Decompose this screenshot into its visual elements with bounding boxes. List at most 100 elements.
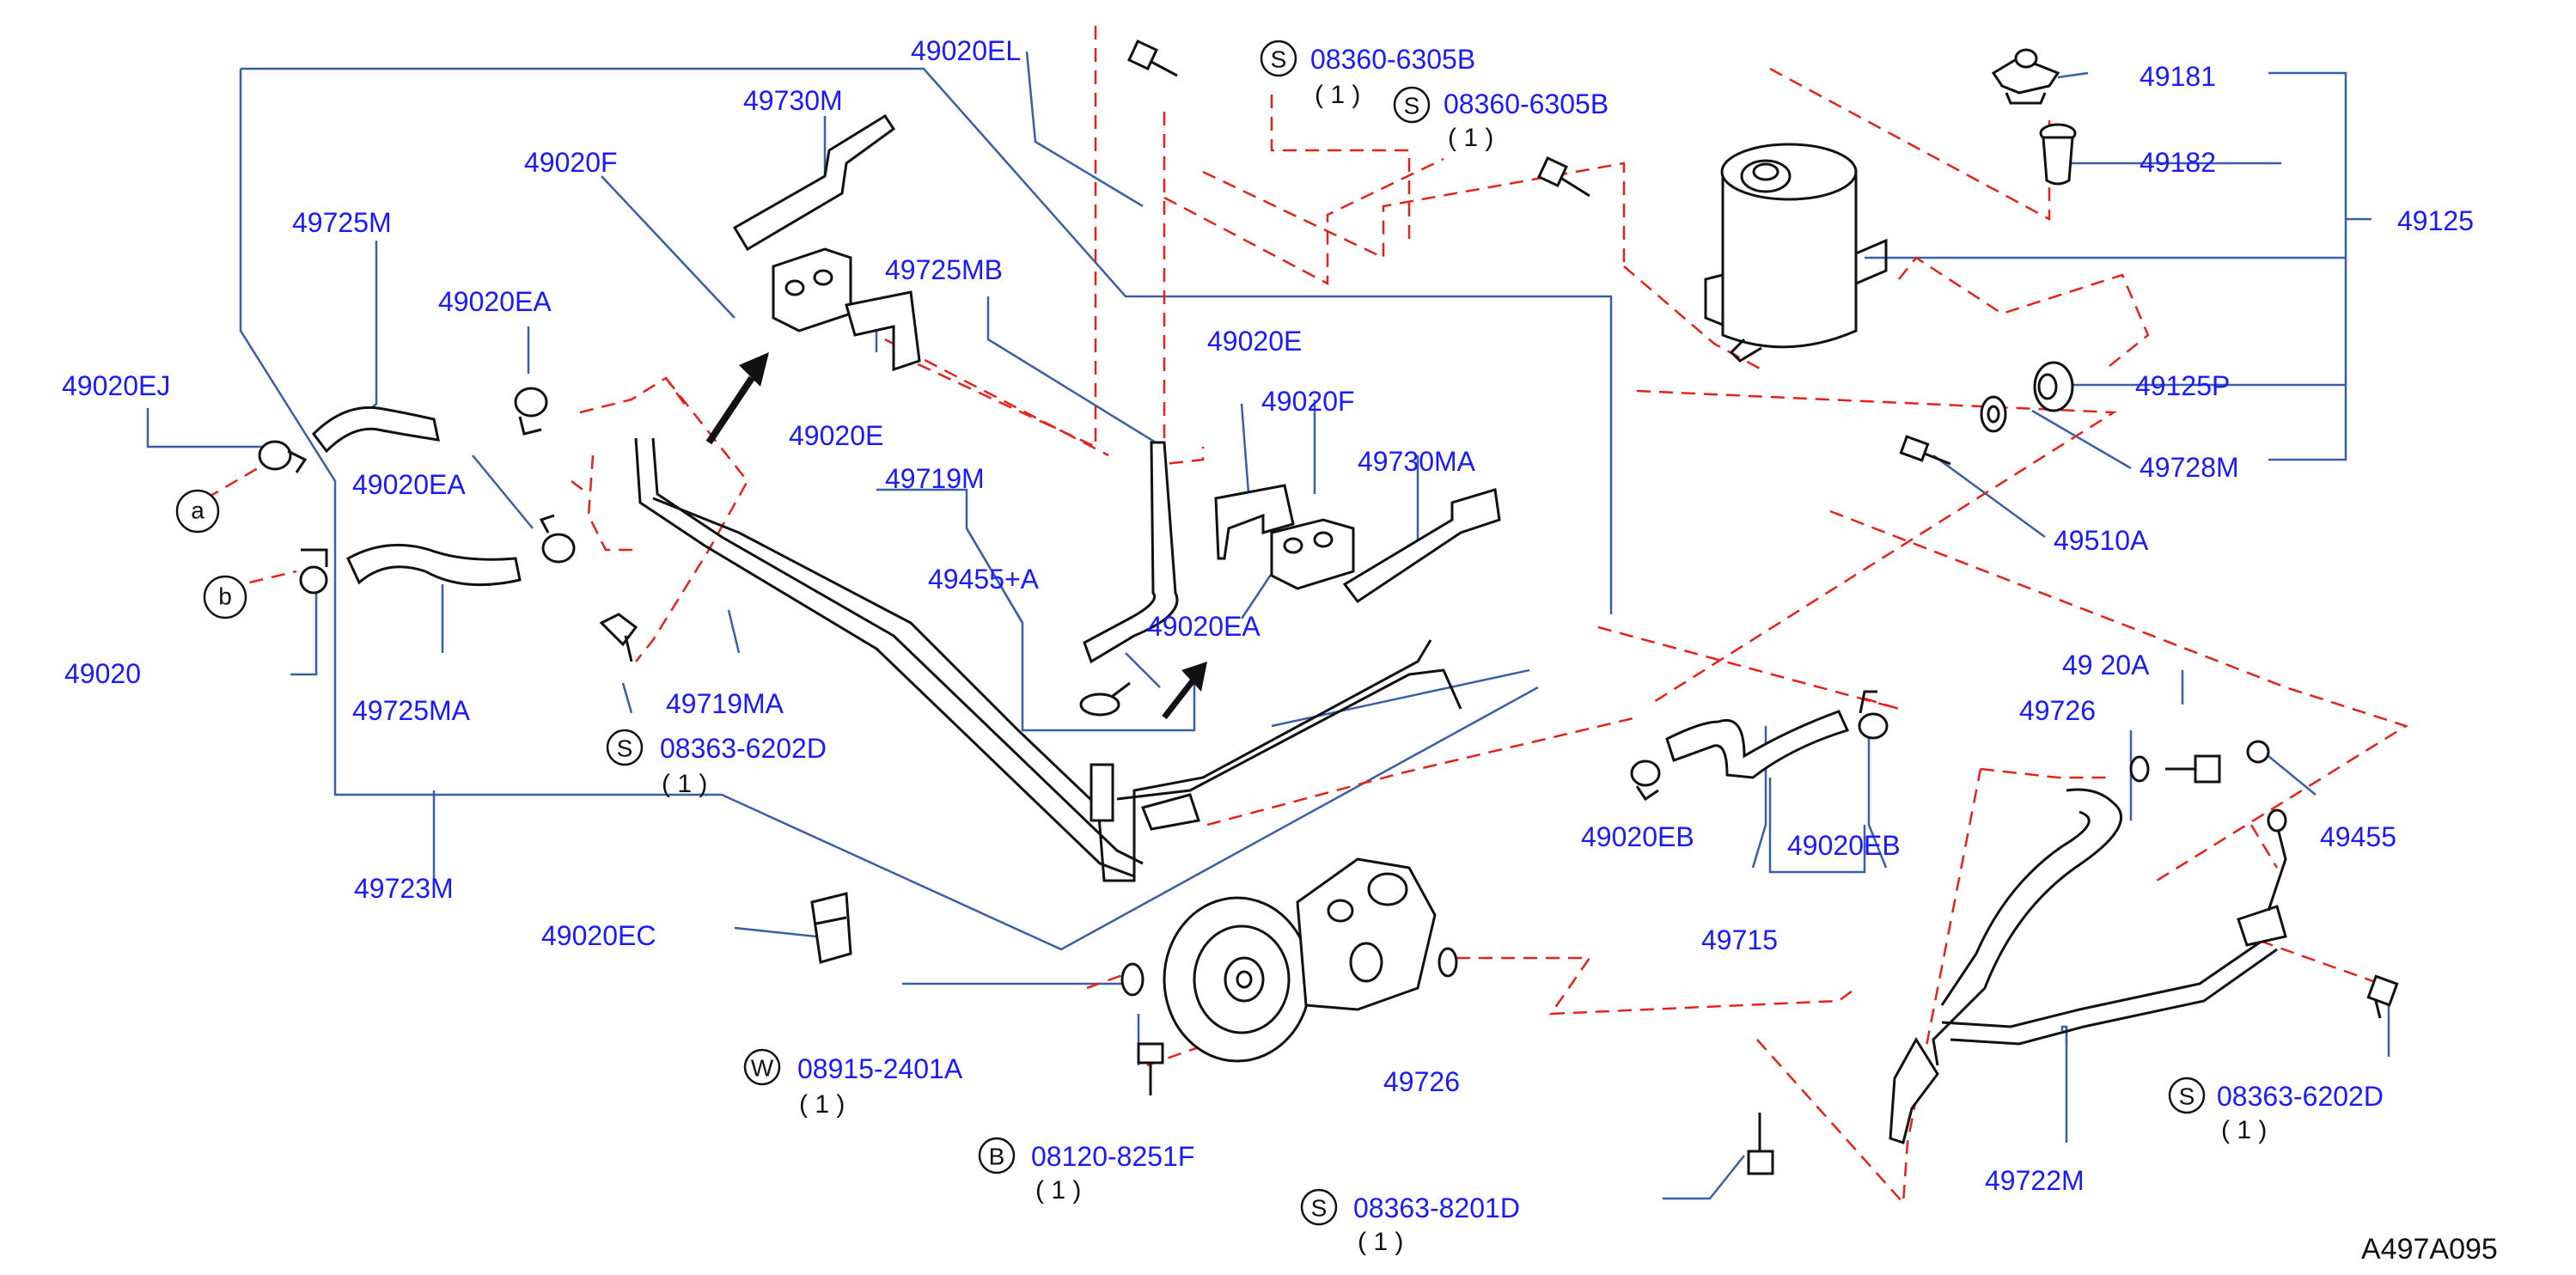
bolt-mark: W — [751, 1055, 774, 1082]
clip-49020ej — [258, 440, 308, 473]
clip-49020ea-2 — [539, 514, 576, 564]
label-49725m: 49725M — [292, 207, 392, 238]
label-49020ec: 49020EC — [541, 920, 656, 951]
bolt-08363-6202d-left — [599, 613, 638, 662]
bolt-mark: S — [617, 735, 633, 762]
label-49726-b: 49726 — [1383, 1066, 1460, 1097]
bracket-49725mb — [845, 290, 921, 372]
label-49020a-partial: 49 20A — [2062, 650, 2150, 680]
label-49723m: 49723M — [354, 873, 454, 904]
label-49020eb-2: 49020EB — [1787, 830, 1901, 861]
washer-inner — [1987, 405, 2000, 424]
bolt-mark: B — [989, 1144, 1005, 1170]
hose-49722m — [1889, 788, 2287, 1144]
front-arrow-icon-2 — [1162, 662, 1207, 720]
clip-49020ea-3 — [1079, 681, 1131, 717]
hose-49725ma — [346, 543, 522, 587]
bolt-code: 08120-8251F — [1031, 1141, 1194, 1172]
label-49722m: 49722M — [1985, 1165, 2085, 1196]
ref-b: b — [218, 583, 232, 610]
bolt-08120 — [1137, 1042, 1164, 1095]
label-49020e-1: 49020E — [789, 420, 883, 451]
label-49020ea-3: 49020EA — [1147, 611, 1261, 642]
bolt-code: 08360-6305B — [1310, 44, 1475, 75]
grommet-inner — [2037, 373, 2058, 400]
label-49730ma: 49730MA — [1358, 446, 1476, 477]
label-49020ea-2: 49020EA — [352, 469, 466, 500]
bracket-49730m — [732, 113, 896, 252]
clip-49020eb-1 — [1630, 760, 1661, 802]
hose-49725mb — [1083, 441, 1179, 664]
label-49182: 49182 — [2140, 147, 2216, 178]
pipe-bundle-49719m — [634, 437, 1462, 882]
label-49715: 49715 — [1701, 924, 1778, 955]
label-49726-r: 49726 — [2019, 695, 2096, 726]
bolt-code: 08363-8201D — [1353, 1193, 1520, 1223]
ref-a: a — [191, 497, 204, 524]
bracket-49730ma — [1342, 488, 1501, 604]
bolt-08363-6202d-right — [2366, 974, 2399, 1019]
bolt-top-1 — [1127, 40, 1178, 77]
reservoir-cap — [1991, 48, 2060, 105]
bolt-callout-5: B 08120-8251F ( 1 ) — [978, 1137, 1194, 1205]
strainer — [2039, 123, 2077, 186]
part-labels: 49020EL 49730M 49020F 49725M 49020EA 497… — [62, 35, 2474, 1196]
label-49020el: 49020EL — [911, 35, 1021, 66]
bolt-mark: S — [1271, 46, 1287, 73]
clamp-49020f-top — [772, 247, 852, 332]
washer-08915 — [1120, 962, 1145, 997]
label-49020f-mid: 49020F — [1261, 386, 1355, 417]
label-49719ma: 49719MA — [666, 688, 784, 719]
parts — [258, 40, 2399, 1175]
label-49020e-2: 49020E — [1207, 326, 1302, 357]
washer-49726-b — [1438, 947, 1458, 978]
bolt-qty: ( 1 ) — [1448, 124, 1493, 152]
clip-49020ea-1 — [514, 387, 548, 436]
power-steering-pump — [1163, 857, 1437, 1063]
bolt-code: 08915-2401A — [797, 1053, 963, 1084]
label-49020f-top: 49020F — [524, 147, 618, 178]
bolt-callout-7: S 08363-6202D ( 1 ) — [2168, 1077, 2384, 1144]
cap-49455 — [2246, 740, 2270, 764]
hose-49725m — [312, 406, 440, 454]
bolt-mark: S — [1404, 93, 1420, 119]
label-49125p: 49125P — [2135, 370, 2230, 401]
bolt-code: 08360-6305B — [1444, 88, 1608, 119]
bolt-callout-2: S 08360-6305B ( 1 ) — [1393, 86, 1608, 152]
label-49728m: 49728M — [2140, 452, 2239, 483]
bolt-code: 08363-6202D — [2217, 1081, 2384, 1112]
bolt-mark: S — [1311, 1195, 1328, 1222]
label-49730m: 49730M — [743, 85, 843, 116]
label-49725ma: 49725MA — [352, 695, 471, 726]
clip-49020b — [299, 548, 328, 595]
clip-49020ec — [810, 892, 852, 964]
dashed-lines — [205, 26, 2408, 1206]
bolt-08363-8201d — [1747, 1113, 1774, 1175]
bolt-code: 08363-6202D — [660, 733, 827, 764]
bolt-callout-1: S 08360-6305B ( 1 ) — [1260, 40, 1475, 109]
label-49181: 49181 — [2140, 61, 2216, 92]
label-49455: 49455 — [2320, 821, 2396, 852]
bolt-mark: S — [2179, 1083, 2195, 1110]
bracket-49020e — [1214, 484, 1295, 560]
bolt-qty: ( 1 ) — [1358, 1228, 1403, 1256]
label-49725mb: 49725MB — [885, 254, 1003, 285]
bolt-callout-4: W 08915-2401A ( 1 ) — [743, 1048, 963, 1119]
clip-49020eb-2 — [1858, 690, 1889, 740]
reference-marks: a b — [175, 489, 247, 619]
bolt-qty: ( 1 ) — [2221, 1116, 2267, 1144]
bolt-qty: ( 1 ) — [1315, 81, 1360, 109]
bolt-qty: ( 1 ) — [662, 770, 707, 798]
label-49719m: 49719M — [885, 463, 985, 494]
front-arrow-icon — [705, 352, 769, 445]
washer-49726-r — [2129, 755, 2150, 783]
label-49020-partial: 49020 — [64, 658, 141, 689]
bolt-callout-3: S 08363-6202D ( 1 ) — [606, 729, 827, 798]
label-49125: 49125 — [2397, 205, 2474, 236]
label-49020ea-1: 49020EA — [438, 286, 552, 317]
bolt-callouts: S 08360-6305B ( 1 ) S 08360-6305B ( 1 ) … — [606, 40, 2384, 1256]
bolt-qty: ( 1 ) — [1035, 1176, 1081, 1205]
bolt-callout-6: S 08363-8201D ( 1 ) — [1300, 1188, 1520, 1256]
hose-49715 — [1665, 710, 1850, 779]
label-49510a: 49510A — [2054, 525, 2149, 556]
